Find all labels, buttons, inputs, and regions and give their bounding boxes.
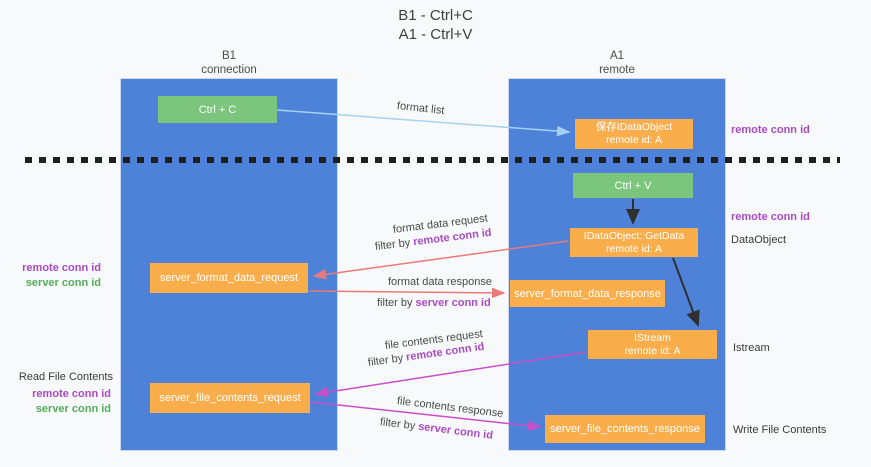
lifeline-header-b1: B1 connection (120, 49, 338, 77)
filter-by-text: filter by (377, 297, 416, 309)
ctrl-c-label: Ctrl + C (198, 103, 237, 116)
file-contents-response-filter-label: filter by server conn id (379, 416, 493, 442)
server-format-data-response-node: server_format_data_response (510, 280, 665, 307)
server-conn-id-key: server conn id (415, 297, 491, 309)
save-dataobject-node: 保存IDataObject remote id: A (575, 119, 693, 149)
diagram-title: B1 - Ctrl+C A1 - Ctrl+V (0, 6, 871, 44)
istream-line1: IStream (634, 331, 671, 344)
write-file-contents-label: Write File Contents (733, 424, 827, 436)
server-format-data-request-node: server_format_data_request (150, 263, 308, 293)
lifeline-a1-name: A1 (609, 50, 625, 62)
left-conn-id-group-bottom: remote conn id server conn id (32, 387, 111, 417)
server-file-contents-response-node: server_file_contents_response (545, 415, 705, 443)
lifeline-b1-role: connection (201, 64, 257, 76)
save-dataobject-line1: 保存IDataObject (595, 121, 673, 133)
filter-by-text: filter by (379, 416, 419, 433)
ctrl-c-node: Ctrl + C (158, 96, 277, 123)
server-conn-id-label-bottom-left: server conn id (35, 403, 111, 415)
save-dataobject-line2: remote id: A (605, 134, 663, 146)
format-data-response-filter-label: filter by server conn id (377, 297, 491, 309)
getdata-line2: remote id: A (605, 242, 663, 255)
format-data-response-label: format data response (388, 276, 492, 288)
title-line-2: A1 - Ctrl+V (398, 26, 473, 43)
read-file-contents-label: Read File Contents (18, 371, 113, 383)
file-contents-response-label: file contents response (396, 395, 504, 420)
remote-conn-id-label-mid-left: remote conn id (22, 262, 101, 274)
format-list-label: format list (396, 100, 446, 117)
server-file-contents-request-label: server_file_contents_request (159, 392, 301, 404)
server-conn-id-key: server conn id (417, 420, 494, 442)
remote-conn-id-label-bottom-left: remote conn id (32, 388, 111, 400)
dataobject-label: DataObject (731, 234, 787, 246)
format-data-response-arrow (308, 287, 506, 299)
istream-side-label: Istream (733, 342, 770, 354)
server-format-data-request-label: server_format_data_request (159, 272, 299, 284)
getdata-line1: IDataObject::GetData (583, 229, 685, 242)
lifeline-a1-role: remote (599, 64, 635, 76)
lifeline-header-a1: A1 remote (508, 49, 726, 77)
istream-line2: remote id: A (624, 344, 681, 357)
server-conn-id-label-mid-left: server conn id (25, 277, 101, 289)
left-conn-id-group-mid: remote conn id server conn id (22, 261, 101, 291)
filter-by-text: filter by (374, 236, 414, 253)
lifeline-b1-name: B1 (221, 50, 237, 62)
server-format-data-response-label: server_format_data_response (514, 287, 661, 300)
ctrl-v-node: Ctrl + V (573, 173, 693, 198)
remote-conn-id-label-mid-right: remote conn id (731, 211, 810, 223)
server-file-contents-response-label: server_file_contents_response (550, 423, 700, 435)
remote-conn-id-label-top-right: remote conn id (731, 124, 810, 136)
istream-node: IStream remote id: A (588, 330, 717, 359)
ctrl-v-label: Ctrl + V (614, 179, 652, 192)
title-line-1: B1 - Ctrl+C (398, 7, 473, 24)
server-file-contents-request-node: server_file_contents_request (150, 383, 310, 413)
getdata-node: IDataObject::GetData remote id: A (570, 228, 698, 257)
filter-by-text: filter by (367, 351, 407, 369)
